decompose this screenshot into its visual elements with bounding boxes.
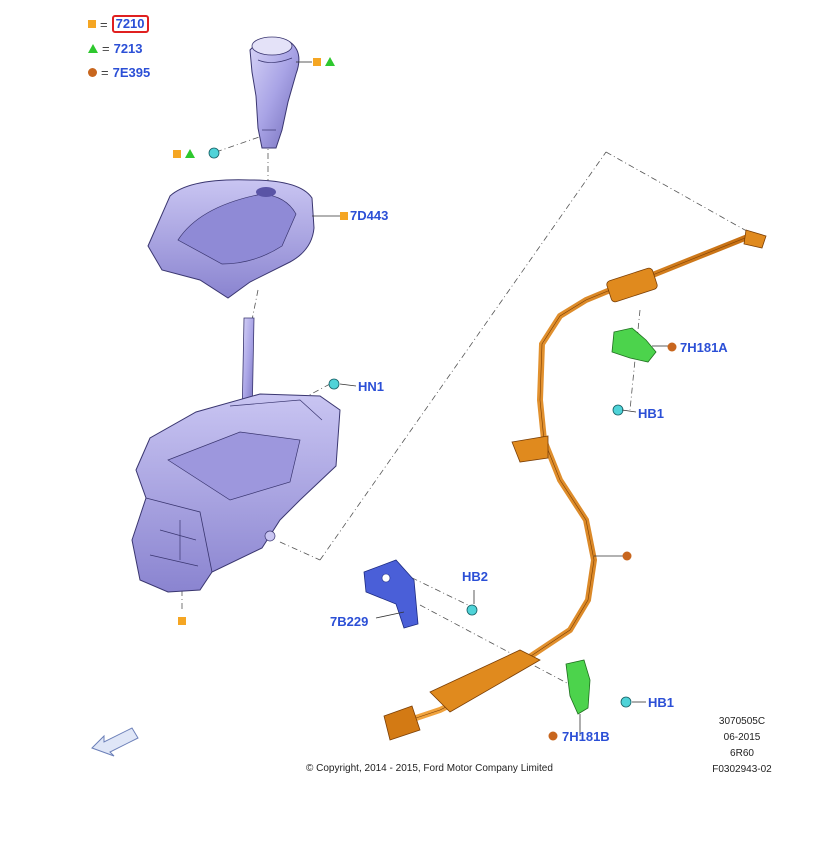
legend-row-circle: = 7E395 [88, 64, 150, 80]
legend-row-square: = 7210 [88, 15, 149, 33]
cable-bracket-icon [565, 327, 657, 715]
selector-housing-icon [131, 317, 341, 593]
callout-symbols [173, 57, 677, 741]
shift-boot-icon [147, 179, 315, 299]
legend-label-7213[interactable]: 7213 [113, 40, 143, 56]
callout-7h181b[interactable]: 7H181B [562, 729, 610, 744]
shift-cable-icon [383, 229, 767, 741]
callout-hb1-lower[interactable]: HB1 [648, 695, 675, 710]
diagram-code-2: 06-2015 [723, 732, 761, 743]
legend-equals: = [102, 40, 110, 56]
circle-marker-icon [88, 67, 97, 77]
shift-knob-icon [249, 36, 300, 149]
callout-leader-lines [296, 61, 668, 736]
legend-row-triangle: = 7213 [88, 40, 143, 56]
bolt-icon [208, 147, 632, 708]
legend-label-7e395[interactable]: 7E395 [112, 64, 151, 80]
square-marker-icon [88, 20, 96, 28]
diagram-code-3: 6R60 [730, 748, 754, 759]
callout-7h181a[interactable]: 7H181A [680, 340, 728, 355]
callout-hn1[interactable]: HN1 [358, 379, 385, 394]
diagram-code-4: F0302943-02 [712, 764, 772, 775]
triangle-marker-icon [88, 43, 98, 53]
direction-arrow-icon [91, 727, 139, 757]
diagram-code-1: 3070505C [718, 716, 766, 727]
callout-hb2[interactable]: HB2 [462, 569, 489, 584]
callout-7b229[interactable]: 7B229 [330, 614, 369, 629]
cable-bracket-icon [363, 559, 419, 629]
legend-label-7210[interactable]: 7210 [111, 15, 149, 33]
callout-7d443[interactable]: 7D443 [350, 208, 389, 223]
legend-equals: = [101, 64, 109, 80]
legend-equals: = [100, 16, 108, 32]
callout-hb1-upper[interactable]: HB1 [638, 406, 665, 421]
copyright-text: © Copyright, 2014 - 2015, Ford Motor Com… [306, 763, 553, 774]
